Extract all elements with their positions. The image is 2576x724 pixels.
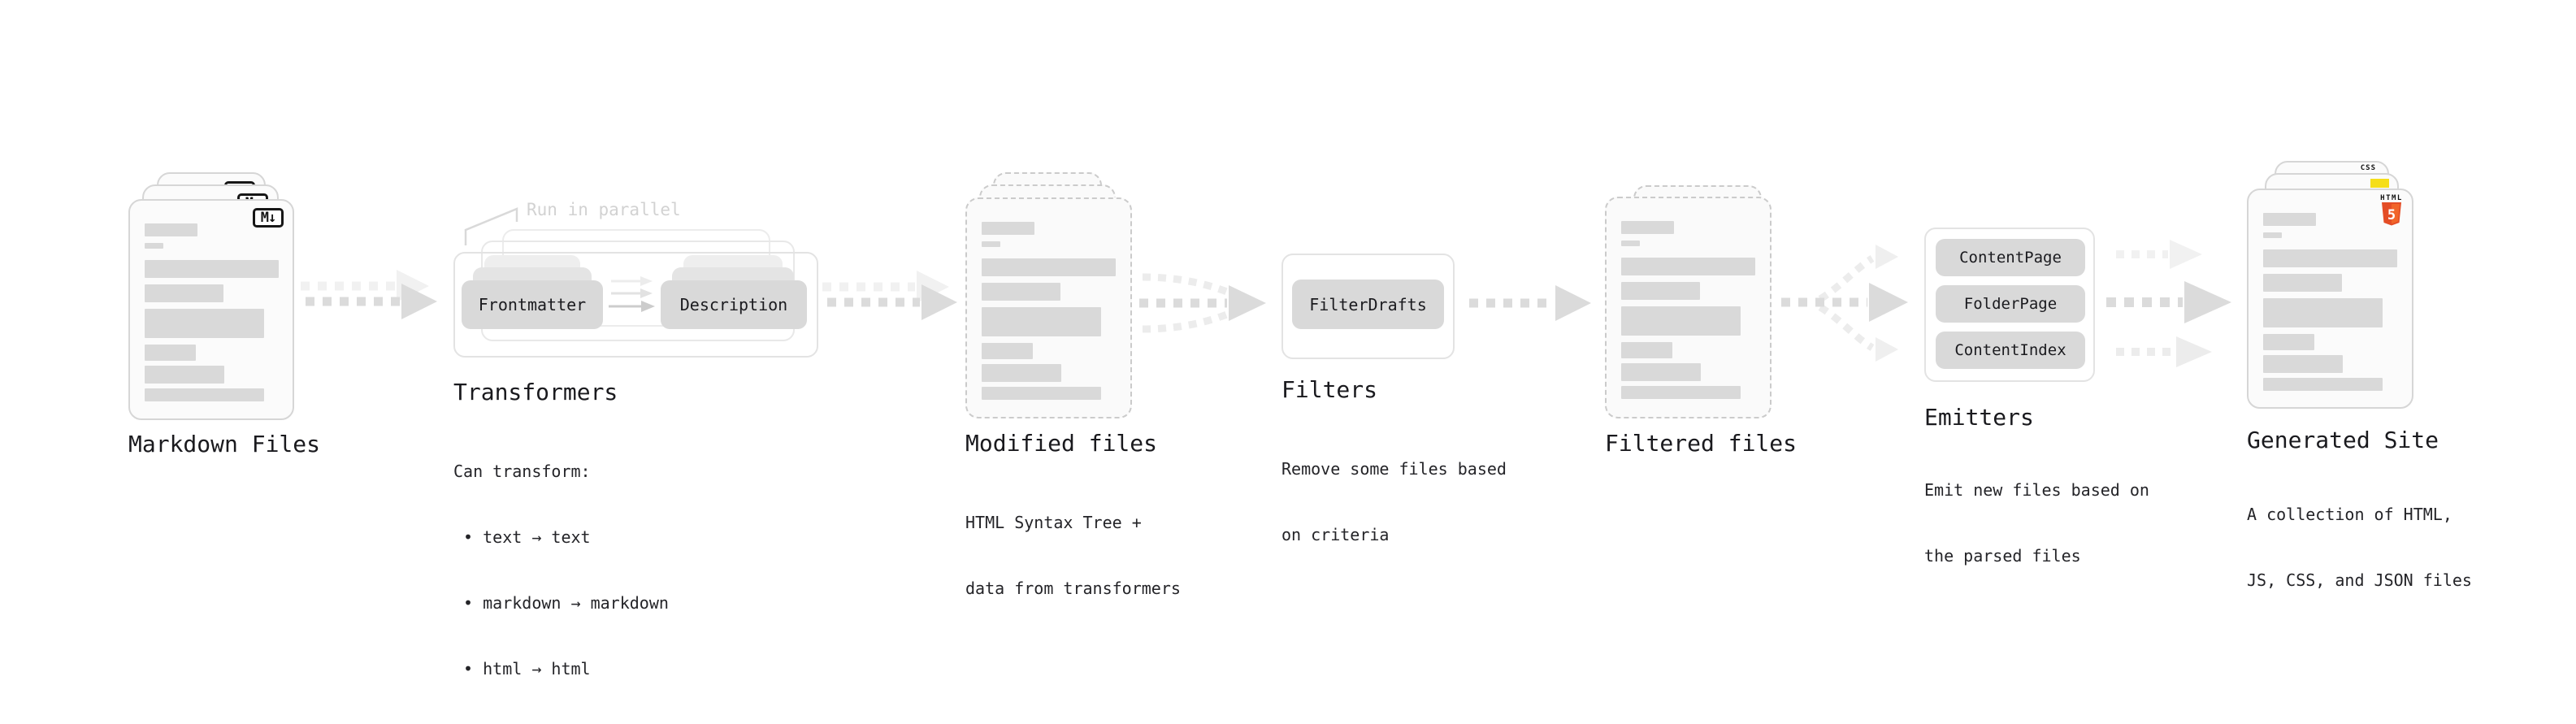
generated-file-card: HTML 5 — [2247, 189, 2413, 409]
markdown-badge-icon: M↓ — [253, 208, 284, 228]
content-bar — [145, 243, 163, 249]
file-content-placeholder — [2263, 213, 2397, 391]
content-bar — [2263, 334, 2314, 350]
content-bar — [982, 307, 1101, 336]
content-bar — [2263, 378, 2383, 391]
arrow-markdown-to-transformers — [301, 270, 437, 319]
content-bar — [145, 223, 197, 236]
modified-file-card — [965, 197, 1132, 418]
content-bar — [2263, 274, 2342, 292]
stage-label-filtered-files: Filtered files — [1605, 430, 1798, 457]
filters-group-box — [1281, 254, 1455, 359]
stage-label-modified-files: Modified files — [965, 430, 1158, 457]
content-bar — [982, 283, 1060, 301]
desc-line: • html → html — [453, 659, 591, 678]
file-content-placeholder — [982, 222, 1116, 400]
emitter-pill-folderpage: FolderPage — [1936, 285, 2085, 323]
content-bar — [145, 284, 223, 302]
html5-badge-icon: HTML 5 — [2379, 194, 2404, 230]
content-bar — [982, 241, 1000, 247]
run-in-parallel-note: Run in parallel — [527, 200, 681, 219]
desc-line: JS, CSS, and JSON files — [2247, 570, 2472, 590]
desc-line: on criteria — [1281, 525, 1390, 544]
desc-line: • text → text — [453, 527, 591, 547]
transformers-description: Can transform: • text → text • markdown … — [453, 417, 669, 724]
emitter-pill-contentindex: ContentIndex — [1936, 332, 2085, 369]
generated-description: A collection of HTML, JS, CSS, and JSON … — [2247, 460, 2472, 635]
html5-shield-icon: 5 — [2382, 202, 2401, 226]
stage-label-markdown-files: Markdown Files — [128, 431, 321, 457]
content-bar — [1621, 386, 1741, 399]
transformer-pill-frontmatter: Frontmatter — [462, 280, 603, 329]
desc-line: A collection of HTML, — [2247, 505, 2452, 524]
content-bar — [982, 387, 1101, 400]
desc-line: HTML Syntax Tree + — [965, 513, 1142, 532]
content-bar — [982, 364, 1061, 382]
arrow-modified-to-filters — [1139, 273, 1266, 333]
desc-line: Can transform: — [453, 462, 591, 481]
filter-pill-filterdrafts: FilterDrafts — [1292, 280, 1444, 329]
desc-line: the parsed files — [1924, 546, 2081, 566]
content-bar — [982, 343, 1033, 359]
modified-description: HTML Syntax Tree + data from transformer… — [965, 468, 1181, 644]
content-bar — [145, 388, 264, 401]
desc-line: data from transformers — [965, 579, 1181, 598]
content-bar — [2263, 298, 2383, 327]
transformer-pill-description: Description — [661, 280, 807, 329]
stage-label-generated-site: Generated Site — [2247, 427, 2439, 453]
content-bar — [2263, 232, 2282, 238]
markdown-file-card: M↓ — [128, 199, 294, 420]
arrow-filtered-to-emitters — [1781, 245, 1908, 362]
emitters-group-box: ContentPage FolderPage ContentIndex — [1924, 228, 2095, 382]
desc-line: Emit new files based on — [1924, 480, 2149, 500]
content-bar — [1621, 282, 1700, 300]
content-bar — [1621, 363, 1701, 381]
transformer-group-box — [453, 252, 818, 358]
content-bar — [2263, 249, 2397, 267]
arrow-transformers-to-modified — [822, 271, 957, 320]
stage-label-filters: Filters — [1281, 376, 1378, 403]
html5-number: 5 — [2387, 207, 2396, 223]
content-bar — [1621, 221, 1674, 234]
content-bar — [982, 258, 1116, 276]
content-bar — [2263, 355, 2343, 373]
content-bar — [1621, 241, 1640, 246]
content-bar — [2263, 213, 2316, 226]
content-bar — [145, 345, 196, 361]
filters-description: Remove some files based on criteria — [1281, 414, 1507, 590]
arrow-filters-to-filtered — [1469, 285, 1591, 321]
content-bar — [982, 222, 1034, 235]
content-bar — [1621, 342, 1672, 358]
html5-badge-caption: HTML — [2380, 194, 2403, 202]
content-bar — [1621, 258, 1755, 275]
arrow-emitters-to-generated — [2106, 240, 2231, 367]
stage-label-transformers: Transformers — [453, 379, 618, 405]
content-bar — [145, 366, 224, 384]
content-bar — [1621, 306, 1741, 336]
pipeline-diagram: M↓ M↓ M↓ Markdown Files Run in parallel … — [128, 161, 2472, 678]
emitters-description: Emit new files based on the parsed files — [1924, 436, 2149, 611]
emitter-pill-contentpage: ContentPage — [1936, 239, 2085, 276]
content-bar — [145, 260, 279, 278]
file-content-placeholder — [145, 223, 279, 401]
filtered-file-card — [1605, 197, 1772, 418]
desc-line: Remove some files based — [1281, 459, 1507, 479]
desc-line: • markdown → markdown — [453, 593, 669, 613]
javascript-badge-icon — [2370, 179, 2389, 188]
file-content-placeholder — [1621, 221, 1755, 399]
content-bar — [145, 309, 264, 338]
stage-label-emitters: Emitters — [1924, 404, 2034, 431]
